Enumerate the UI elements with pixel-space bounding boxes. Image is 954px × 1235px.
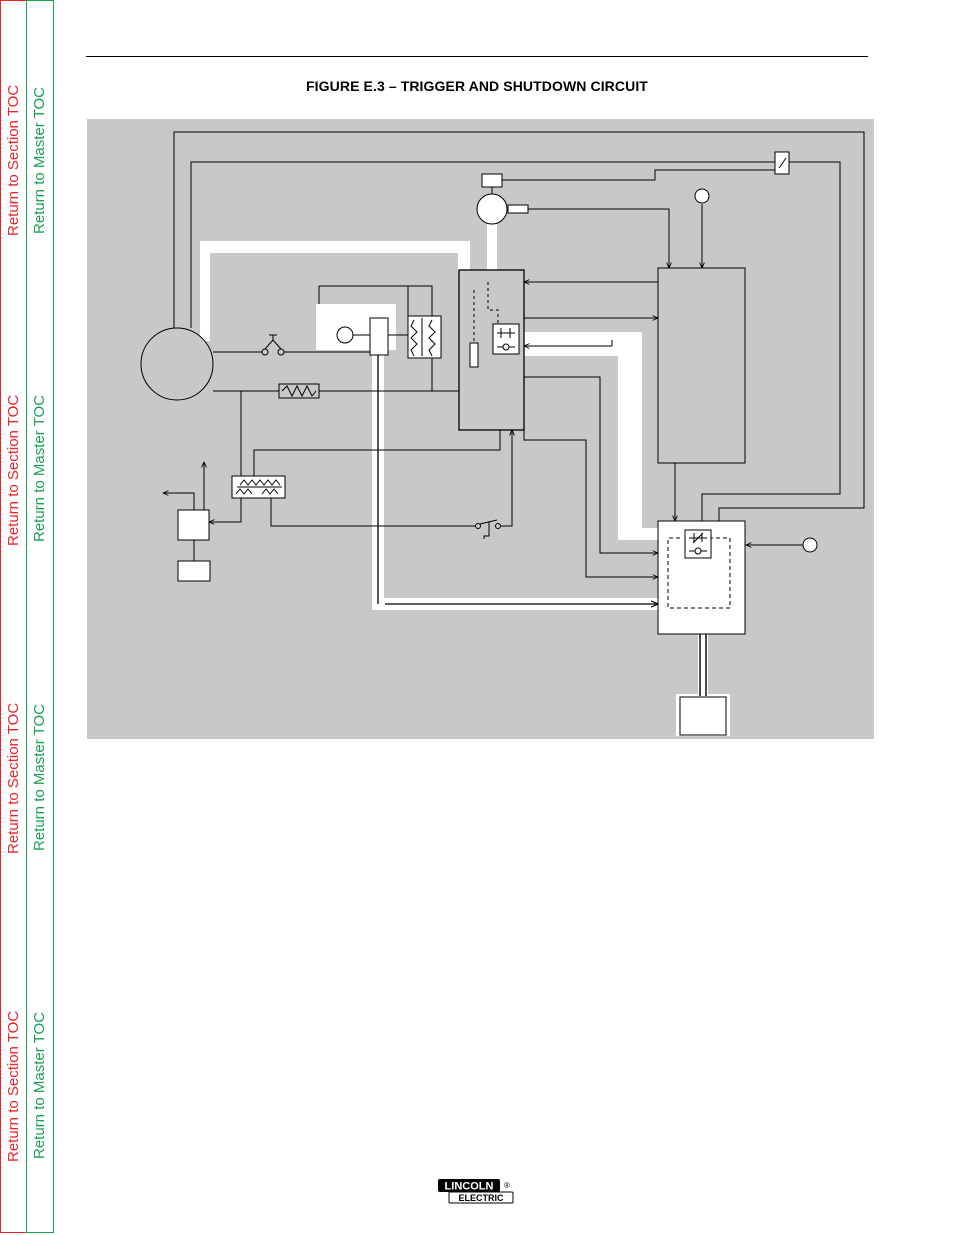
logo-bottom-text: ELECTRIC xyxy=(459,1193,505,1203)
indicator-circle-top xyxy=(694,188,710,204)
return-to-section-toc-link-4[interactable]: Return to Section TOC xyxy=(5,1010,22,1162)
return-to-master-toc-link-4[interactable]: Return to Master TOC xyxy=(31,1012,48,1159)
return-to-section-toc-link-1[interactable]: Return to Section TOC xyxy=(5,84,22,236)
logo-top-text: LINCOLN xyxy=(445,1181,494,1193)
section-toc-strip xyxy=(0,0,26,1233)
return-to-section-toc-link-2[interactable]: Return to Section TOC xyxy=(5,394,22,546)
fan-resistor xyxy=(507,204,529,214)
block-resistor xyxy=(469,342,479,368)
master-toc-strip xyxy=(26,0,54,1233)
return-to-master-toc-link-1[interactable]: Return to Master TOC xyxy=(31,87,48,234)
return-to-section-toc-link-3[interactable]: Return to Section TOC xyxy=(5,702,22,854)
starter-solenoid xyxy=(177,509,210,541)
fan-motor xyxy=(476,193,508,225)
pressure-switch xyxy=(261,334,285,356)
fuse-block xyxy=(369,317,389,356)
trigger-shutdown-circuit-diagram xyxy=(87,119,874,739)
logo-registered-mark: ® xyxy=(504,1181,510,1190)
return-to-master-toc-link-3[interactable]: Return to Master TOC xyxy=(31,704,48,851)
indicator-circle-left xyxy=(336,326,354,344)
contactor-top xyxy=(481,173,503,188)
trigger-switch xyxy=(475,519,501,539)
motor-circle xyxy=(140,327,214,401)
relay xyxy=(492,323,520,355)
heater-element xyxy=(231,475,286,499)
fuel-solenoid xyxy=(177,560,211,582)
return-to-master-toc-link-2[interactable]: Return to Master TOC xyxy=(31,395,48,542)
transformer xyxy=(407,315,442,359)
resistor xyxy=(278,383,320,399)
pc-board-block xyxy=(657,267,746,464)
wiring xyxy=(163,131,865,696)
indicator-circle-right xyxy=(802,537,818,553)
lincoln-electric-logo: LINCOLN ® ELECTRIC xyxy=(438,1179,514,1204)
header-rule xyxy=(86,56,868,57)
figure-title: FIGURE E.3 – TRIGGER AND SHUTDOWN CIRCUI… xyxy=(306,78,648,94)
shutdown-relay xyxy=(684,529,712,559)
battery-box xyxy=(679,696,727,736)
